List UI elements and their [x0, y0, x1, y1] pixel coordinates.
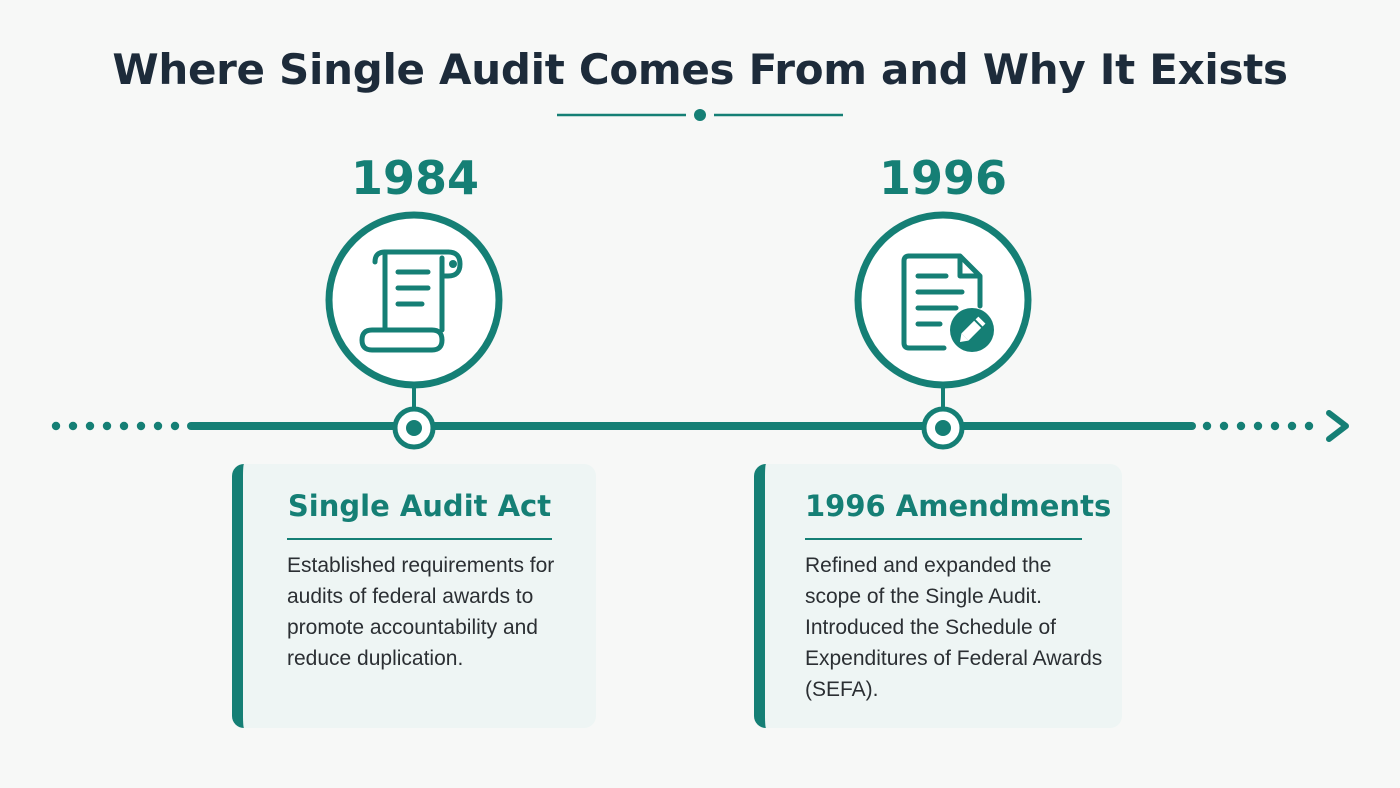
document-edit-icon	[901, 253, 994, 352]
milestone-1984	[325, 211, 503, 450]
milestone-1996	[854, 211, 1032, 450]
timeline-dotted-start	[51, 421, 180, 431]
timeline-card: Single Audit Act Established requirement…	[232, 464, 596, 728]
card-heading: 1996 Amendments	[805, 486, 1111, 540]
year-label: 1996	[878, 151, 1008, 205]
page-title: Where Single Audit Comes From and Why It…	[112, 45, 1288, 94]
timeline-card: 1996 Amendments Refined and expanded the…	[754, 464, 1122, 728]
timeline-arrow-icon	[1326, 410, 1349, 442]
year-label: 1984	[350, 151, 480, 205]
card-description: Established requirements for audits of f…	[287, 554, 555, 670]
timeline-dotted-end	[1202, 421, 1314, 431]
card-heading: Single Audit Act	[287, 486, 552, 540]
scroll-document-icon	[359, 249, 463, 353]
title-divider	[557, 109, 843, 121]
card-description: Refined and expanded the scope of the Si…	[805, 554, 1103, 701]
